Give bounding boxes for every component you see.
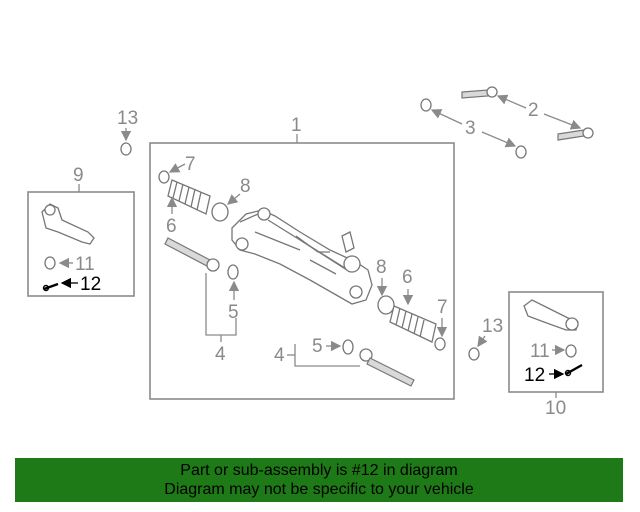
right-boot-clip [377, 295, 395, 315]
stabilizer-bushing-upper [420, 98, 432, 112]
stabilizer-link-lower [557, 127, 594, 141]
left-boot-clip [211, 202, 229, 222]
info-banner: Part or sub-assembly is #12 in diagram D… [15, 458, 623, 502]
callout-4-right[interactable]: 4 [274, 345, 285, 366]
callout-5-left[interactable]: 5 [228, 302, 239, 323]
banner-line-2: Diagram may not be specific to your vehi… [164, 481, 474, 498]
callout-7-left[interactable]: 7 [185, 154, 196, 175]
right-tie-rod-nut [565, 344, 577, 358]
steering-rack-housing [231, 207, 373, 305]
banner-line-1: Part or sub-assembly is #12 in diagram [180, 462, 458, 479]
callout-8-right[interactable]: 8 [376, 257, 387, 278]
callout-7-right[interactable]: 7 [437, 297, 448, 318]
right-rack-boot [389, 305, 437, 343]
callout-10[interactable]: 10 [545, 398, 566, 419]
cotter-pin-12-left [42, 282, 59, 292]
stabilizer-link-upper [461, 86, 498, 99]
nut-13-lower [468, 347, 480, 361]
right-rack-end-nut [342, 339, 354, 355]
nut-13-upper [120, 142, 132, 156]
left-rack-boot [167, 179, 211, 215]
callout-13-upper[interactable]: 13 [117, 108, 138, 129]
callout-9[interactable]: 9 [73, 165, 84, 186]
left-rack-end-nut [227, 264, 239, 280]
right-tie-rod-end [523, 299, 579, 331]
callout-12-left[interactable]: 12 [80, 274, 101, 295]
callout-6-left[interactable]: 6 [166, 216, 177, 237]
callout-6-right[interactable]: 6 [402, 267, 413, 288]
left-tie-rod-nut [44, 256, 56, 270]
steering-gear-box [149, 142, 455, 400]
cotter-pin-12-right [564, 363, 583, 377]
callout-2[interactable]: 2 [528, 100, 539, 121]
callout-3[interactable]: 3 [465, 118, 476, 139]
callout-11-left[interactable]: 11 [75, 254, 95, 275]
right-boot-clamp [434, 337, 446, 351]
right-inner-tie-rod [359, 348, 415, 387]
callout-12-right[interactable]: 12 [524, 365, 545, 386]
left-inner-tie-rod [164, 237, 220, 272]
left-tie-rod-end [41, 203, 95, 245]
callout-13-lower[interactable]: 13 [482, 316, 503, 337]
callout-1[interactable]: 1 [291, 115, 302, 136]
left-tie-rod-end-box [27, 191, 135, 297]
stabilizer-bushing-lower [515, 145, 527, 159]
callout-8-left[interactable]: 8 [240, 176, 251, 197]
left-boot-clamp [158, 170, 170, 184]
callout-5-right[interactable]: 5 [312, 336, 323, 357]
callout-4-left[interactable]: 4 [215, 344, 226, 365]
callout-11-right[interactable]: 11 [530, 341, 550, 362]
